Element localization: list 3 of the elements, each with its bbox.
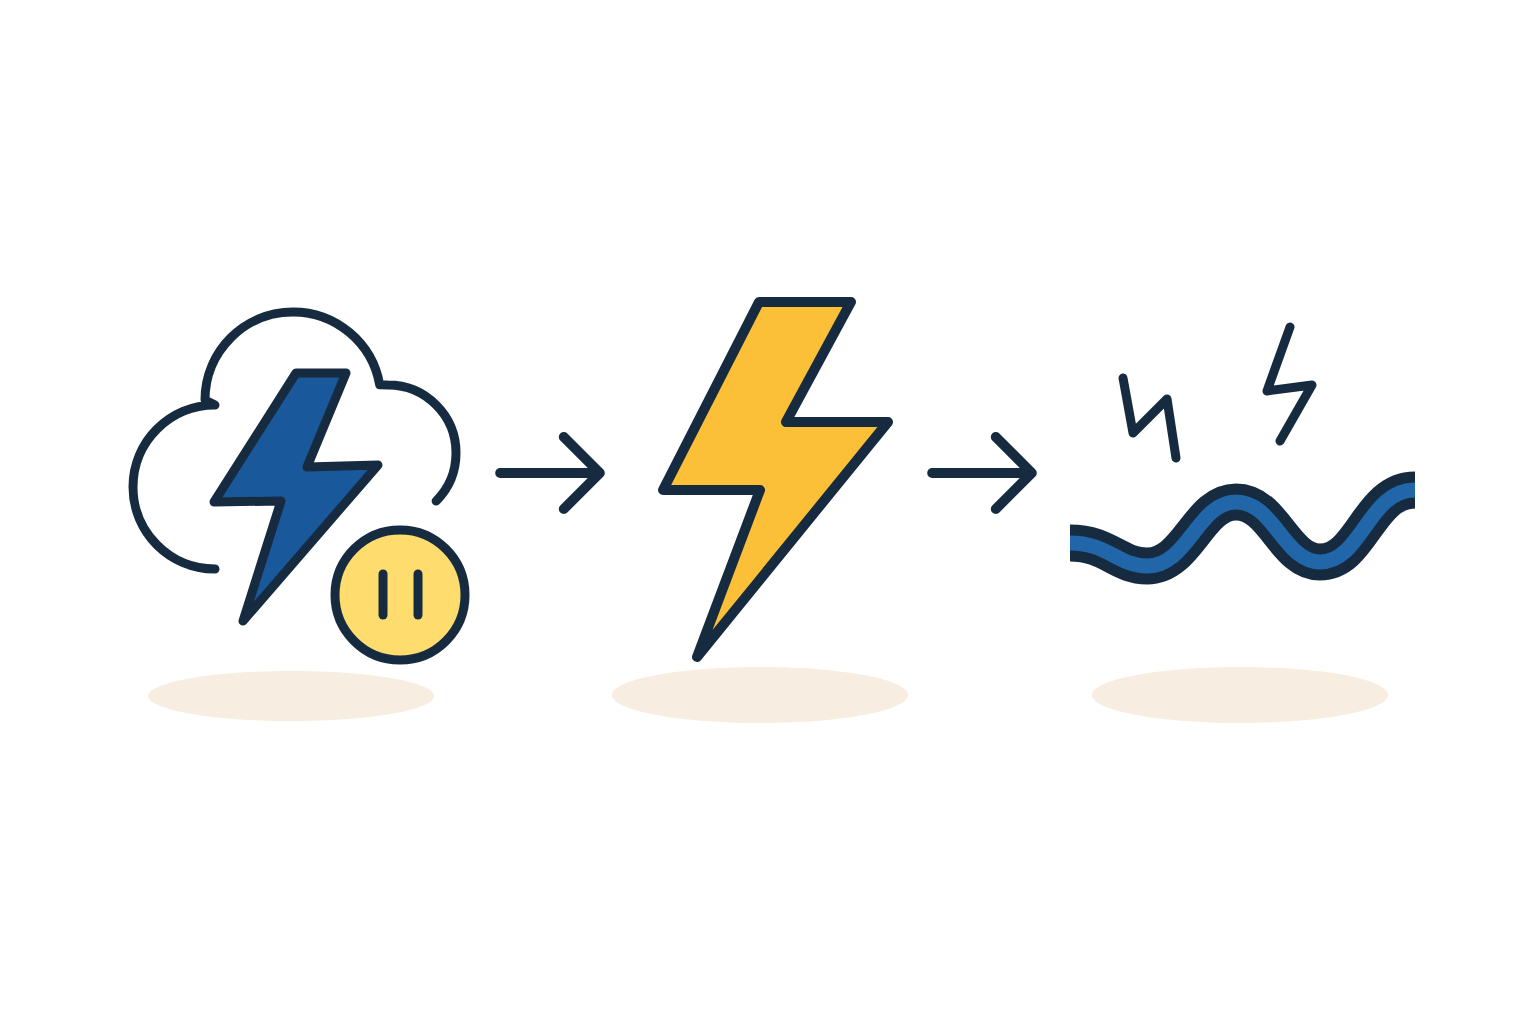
lightning-bolt-icon: [658, 297, 893, 662]
sparking-wire-icon: [1069, 322, 1418, 585]
cloud-lightning-pause-icon: [128, 307, 470, 665]
